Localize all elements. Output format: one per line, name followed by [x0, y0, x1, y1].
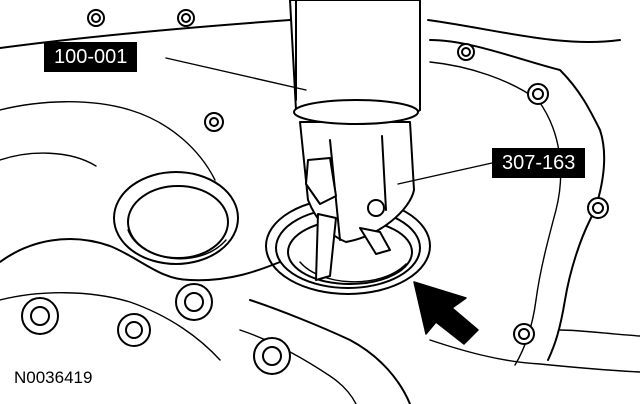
- case-inner-edge: [429, 61, 562, 366]
- bolt-hole: [175, 283, 213, 321]
- case-web-lower: [0, 292, 357, 404]
- arrow-icon: [413, 281, 479, 345]
- bolt-hole: [513, 323, 535, 345]
- slide-hammer: [289, 0, 421, 125]
- case-flange-outline: [0, 19, 621, 361]
- case-web: [0, 238, 411, 404]
- case-bottom-right: [429, 329, 640, 373]
- bolt-hole: [457, 43, 475, 61]
- bolt-hole: [117, 313, 151, 347]
- figure-id: N0036419: [14, 368, 93, 387]
- callout-tool-307-163: 307-163: [492, 148, 586, 178]
- web-pocket-holes: [21, 283, 291, 375]
- case-left-contour: [0, 101, 216, 181]
- seal-remover-tool: [299, 121, 415, 281]
- bolt-hole: [87, 9, 105, 27]
- bolt-hole: [204, 112, 224, 132]
- leader-line-100-001: [165, 57, 307, 91]
- bolt-hole: [177, 9, 195, 27]
- left-bearing-bore: [113, 171, 239, 265]
- callout-tool-100-001: 100-001: [44, 42, 138, 72]
- flange-bolt-holes: [87, 9, 609, 345]
- bolt-hole: [527, 83, 549, 105]
- bolt-hole: [253, 337, 291, 375]
- bolt-hole: [587, 197, 609, 219]
- bolt-hole: [21, 297, 59, 335]
- leader-line-307-163: [397, 162, 493, 185]
